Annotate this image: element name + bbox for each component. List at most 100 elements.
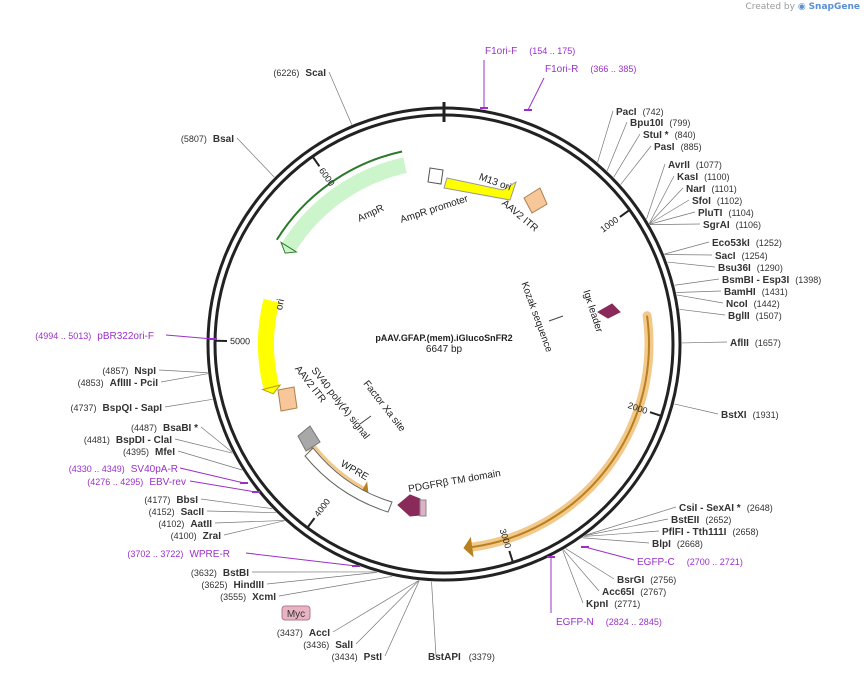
snapgene-logo-icon: ◉	[798, 2, 806, 12]
cutter-position: (4177)	[144, 495, 170, 505]
cutter-name: MfeI	[155, 447, 175, 458]
plasmid-center-label: pAAV.GFAP.(mem).iGlucoSnFR2 6647 bp	[375, 333, 512, 355]
cutter-position: (4395)	[123, 447, 149, 457]
cutter-label: (4102)AatII	[158, 519, 212, 530]
primer-label: (4276 .. 4295)EBV-rev	[87, 477, 186, 488]
cutter-position: (6226)	[273, 68, 299, 78]
primer-range: (4276 .. 4295)	[87, 477, 143, 487]
cutter-label: PluTI(1104)	[698, 208, 754, 219]
feature-label: Kozak sequence	[519, 281, 555, 355]
primer-label: (3702 .. 3722)WPRE-R	[127, 549, 230, 560]
cutter-position: (2756)	[650, 575, 676, 585]
cutter-leader-line	[385, 581, 419, 656]
cutter-label: Eco53kI(1252)	[712, 238, 782, 249]
cutter-position: (742)	[643, 107, 664, 117]
cutter-name: SacI	[715, 251, 736, 262]
cutter-position: (4100)	[171, 531, 197, 541]
cutter-leader-line	[215, 520, 284, 523]
primer-name: EGFP-C	[637, 557, 675, 568]
cutter-leader-line	[159, 370, 208, 373]
cutter-position: (2652)	[705, 515, 731, 525]
ampr-promoter-block	[428, 168, 443, 184]
ampr-arc	[289, 165, 405, 247]
cutter-name: BstBI	[223, 568, 249, 579]
cutter-label: (5807) BsaI	[181, 134, 234, 145]
pdgfr-tm-tail-block	[420, 500, 426, 516]
cutter-label: (4481)BspDI - ClaI	[84, 435, 172, 446]
cutter-leader-line	[563, 550, 583, 603]
cutter-label: Bpu10I(799)	[630, 118, 690, 129]
cutter-label: SgrAI(1106)	[703, 220, 761, 231]
cutter-name: NcoI	[726, 299, 748, 310]
cutter-name: Bsu36I	[718, 263, 751, 274]
cutter-name: PflFI - Tth111I	[662, 527, 727, 538]
cutter-leader-line	[161, 374, 208, 382]
primer-name: F1ori-F	[485, 46, 517, 57]
cutter-label: SacI(1254)	[715, 251, 768, 262]
cutter-name: BspDI - ClaI	[116, 435, 172, 446]
snapgene-brand: Created by ◉ SnapGene	[745, 2, 860, 12]
cutter-name: KpnI	[586, 599, 608, 610]
cutter-name: ZraI	[203, 531, 222, 542]
cutter-label: (4857)NspI	[102, 366, 156, 377]
primer-label: (4330 .. 4349)SV40pA-R	[69, 464, 178, 475]
cutter-position: (4487)	[131, 423, 157, 433]
cutter-name: BglII	[728, 311, 750, 322]
primer-label: F1ori-R(366 .. 385)	[545, 64, 636, 75]
cutter-leader-line	[165, 399, 213, 407]
tick-label: 6000	[317, 166, 337, 188]
primer-name: F1ori-R	[545, 64, 578, 75]
feature-label: ori	[274, 298, 287, 311]
tick-label: 4000	[312, 497, 332, 519]
ori-arc	[266, 301, 271, 388]
primer-leader-line	[180, 468, 244, 483]
cutter-name: AvrII	[668, 160, 690, 171]
orange-feature-line	[472, 316, 649, 547]
tick-mark	[650, 412, 661, 416]
cutter-position: (1442)	[754, 299, 780, 309]
tick-mark	[620, 210, 630, 217]
cutter-name: KasI	[677, 172, 698, 183]
pdgfr-tm-block	[398, 495, 420, 516]
cutter-label: PasI(885)	[654, 142, 702, 153]
cutter-position: (1100)	[704, 172, 729, 182]
cutter-label: (3625)HindIII	[201, 580, 264, 591]
feature-label: Factor Xa site	[361, 379, 408, 435]
cutter-name: BstAPI	[428, 652, 461, 663]
cutter-name: SgrAI	[703, 220, 730, 231]
aav2-itr-block-top	[524, 188, 547, 213]
cutter-name: SacII	[181, 507, 205, 518]
cutter-position: (2767)	[640, 587, 666, 597]
cutter-label: AvrII(1077)	[668, 160, 722, 171]
cutter-leader-line	[675, 279, 719, 285]
primer-name: pBR322ori-F	[97, 331, 154, 342]
cutter-position: (1290)	[757, 263, 783, 273]
primer-name: SV40pA-R	[131, 464, 178, 475]
cutter-label: BlpI (2668)	[652, 539, 703, 550]
primer-leader-line	[585, 547, 634, 560]
tick-mark	[313, 157, 320, 167]
primer-label: (4994 .. 5013)pBR322ori-F	[35, 331, 154, 342]
cutter-position: (4152)	[149, 507, 175, 517]
cutter-leader-line	[582, 538, 649, 543]
cutter-name: PluTI	[698, 208, 723, 219]
cutter-label: (3632)BstBI	[191, 568, 249, 579]
primer-leader-line	[166, 335, 213, 339]
cutter-position: (2668)	[677, 539, 703, 549]
cutter-name: BsaI	[213, 134, 234, 145]
cutter-leader-line	[679, 309, 725, 315]
cutter-leader-line	[224, 521, 285, 535]
cutter-position: (5807)	[181, 134, 207, 144]
primer-range: (2824 .. 2845)	[606, 617, 662, 627]
cutter-leader-line	[175, 439, 233, 453]
cutter-name: BlpI	[652, 539, 671, 550]
cutter-name: XcmI	[252, 592, 276, 603]
cutter-name: SfoI	[692, 196, 711, 207]
cutter-label: SfoI(1102)	[692, 196, 742, 207]
cutter-position: (4857)	[102, 366, 128, 376]
cutter-position: (1507)	[756, 311, 782, 321]
cutter-label: (4853)AflIII - PciI	[78, 378, 159, 389]
cutter-position: (1431)	[762, 287, 788, 297]
cutter-leader-line	[664, 242, 709, 254]
